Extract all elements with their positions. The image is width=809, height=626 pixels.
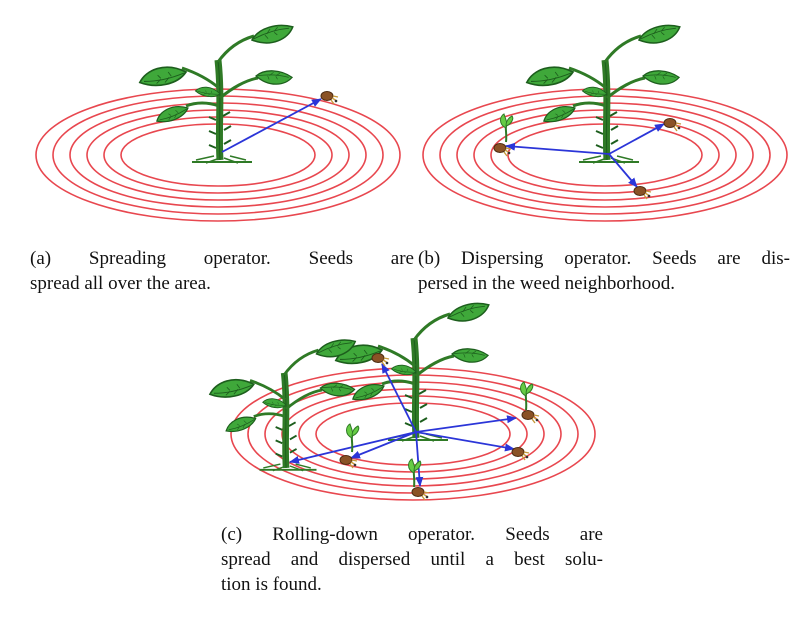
panel-a-spreading — [35, 24, 401, 222]
caption-c-line3: tion is found. — [221, 574, 322, 595]
caption-b-line1: (b) Dispersing operator. Seeds are dis- — [418, 248, 790, 269]
roll-arrow — [415, 415, 517, 433]
caption-a-line1: (a) Spreading operator. Seeds are — [30, 248, 414, 269]
caption-b: (b) Dispersing operator. Seeds are dis- … — [418, 246, 790, 296]
roll-arrow — [415, 431, 515, 452]
seed-icon — [371, 352, 390, 367]
caption-b-line2: persed in the weed neighborhood. — [418, 273, 675, 294]
disperse-arrow — [608, 123, 665, 155]
seed-icon — [521, 409, 540, 424]
seed-icon — [633, 185, 652, 200]
disperse-arrow — [505, 142, 610, 155]
caption-c-line1: (c) Rolling-down operator. Seeds are — [221, 524, 603, 545]
panel-b-dispersing — [422, 24, 788, 222]
roll-arrow — [381, 363, 417, 433]
seed-icon — [411, 486, 430, 501]
spread-arrow — [221, 98, 322, 153]
roll-arrow — [350, 431, 417, 459]
weed-plant-icon — [140, 24, 294, 163]
weed-plant-icon — [336, 302, 490, 441]
disperse-arrow — [608, 153, 638, 188]
weed-plant-icon — [527, 24, 681, 163]
caption-a: (a) Spreading operator. Seeds are spread… — [30, 246, 414, 296]
caption-a-line2: spread all over the area. — [30, 273, 211, 294]
caption-c: (c) Rolling-down operator. Seeds are spr… — [221, 522, 603, 597]
seed-icon — [511, 446, 530, 461]
caption-c-line2: spread and dispersed until a best solu- — [221, 549, 603, 570]
roll-arrow — [415, 431, 424, 487]
sprout-icon — [519, 381, 534, 411]
panel-c-rolling-down — [210, 302, 596, 501]
seed-icon — [663, 117, 682, 132]
